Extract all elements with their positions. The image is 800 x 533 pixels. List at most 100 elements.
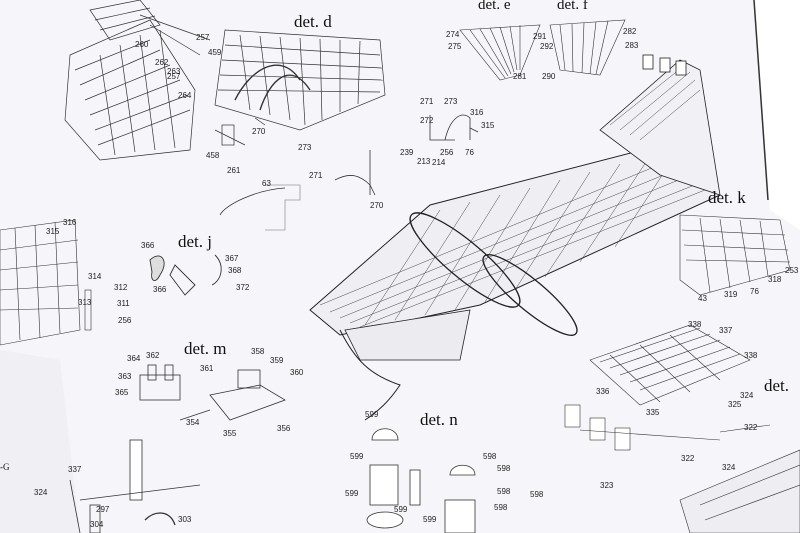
part-number: 253 [785,266,799,275]
label-det-j: det. j [178,232,212,251]
part-number: 316 [470,108,484,117]
left-side-drawing [0,219,92,346]
det-j-drawing [149,254,222,296]
part-number: 598 [530,490,544,499]
part-number: 63 [262,179,271,188]
part-number: 315 [481,121,495,130]
part-number: 458 [206,151,220,160]
part-number: 272 [420,116,434,125]
label-det-k: det. k [708,188,746,207]
part-number: 313 [78,298,92,307]
part-number: 361 [200,364,214,373]
part-number: 214 [432,158,446,167]
part-number: 270 [370,201,384,210]
part-number: 312 [114,283,128,292]
part-number: 367 [225,254,239,263]
part-number: 282 [623,27,637,36]
part-number: 598 [497,464,511,473]
part-number: 319 [724,290,738,299]
part-number: 311 [117,299,130,308]
part-number: 273 [444,97,458,106]
bottom-left-drawing [69,439,201,533]
part-number: 314 [88,272,102,281]
part-number: 324 [722,463,736,472]
center-parts-drawing [219,114,479,231]
part-number: 239 [400,148,414,157]
part-number: 599 [350,452,364,461]
part-number: 356 [277,424,291,433]
part-number: 322 [681,454,695,463]
part-number: 270 [252,127,266,136]
part-number: 324 [740,391,754,400]
part-number: 358 [251,347,265,356]
part-number: 325 [728,400,742,409]
part-number: 338 [744,351,758,360]
part-number: 599 [423,515,437,524]
det-e-f-drawing [459,19,626,81]
part-number: 359 [270,356,284,365]
grating-drawing [564,324,800,533]
part-number: 318 [768,275,782,284]
part-number: 599 [345,489,359,498]
part-number: 315 [46,227,60,236]
part-number: 363 [118,372,132,381]
part-number: 43 [698,294,707,303]
part-number: 257 [196,33,210,42]
part-number: 372 [236,283,250,292]
part-number: 262 [155,58,169,67]
part-number: 274 [446,30,460,39]
part-number: 271 [420,97,434,106]
part-number: 355 [223,429,237,438]
part-number: 76 [465,148,474,157]
label-det-partial: det. [764,376,790,395]
part-number: 366 [141,241,155,250]
det-k-drawing [679,214,791,296]
part-number: 368 [228,266,242,275]
det-d-drawing [214,29,386,146]
part-number: 273 [298,143,312,152]
part-number: 365 [115,388,129,397]
part-number: 275 [448,42,462,51]
part-number: 76 [750,287,759,296]
part-number: 292 [540,42,554,51]
label-det-m: det. m [184,339,227,358]
galley-hull-drawing [309,54,721,421]
part-number: 316 [63,218,77,227]
part-number: 256 [440,148,454,157]
part-number: 324 [34,488,48,497]
part-number: 260 [135,40,149,49]
part-number: 366 [153,285,167,294]
part-number: 290 [542,72,556,81]
part-number: 213 [417,157,431,166]
label-det-e: det. e [478,0,511,13]
label-det-d: det. d [294,12,332,31]
label-det-f: det. f [557,0,588,13]
part-number: 322 [744,423,758,432]
part-number: 271 [309,171,323,180]
part-number: 338 [688,320,702,329]
part-number: 598 [497,487,511,496]
part-number: 362 [146,351,160,360]
part-number: 263 [167,67,181,76]
part-number: 281 [513,72,527,81]
part-number: 336 [596,387,610,396]
part-number: 291 [533,32,547,41]
part-number: 303 [178,515,192,524]
label-g-marker: -G [0,462,10,472]
part-number: 354 [186,418,200,427]
part-number: 598 [483,452,497,461]
part-number: 256 [118,316,132,325]
det-m-drawing [139,364,286,421]
part-number: 598 [494,503,508,512]
label-det-n: det. n [420,410,458,429]
part-number: 283 [625,41,639,50]
part-number: 297 [96,505,110,514]
part-number: 360 [290,368,304,377]
part-number: 323 [600,481,614,490]
part-number: 599 [394,505,408,514]
part-number: 304 [90,520,104,529]
part-number: 261 [227,166,241,175]
part-number: 257 [167,72,181,81]
part-number: 264 [178,91,192,100]
